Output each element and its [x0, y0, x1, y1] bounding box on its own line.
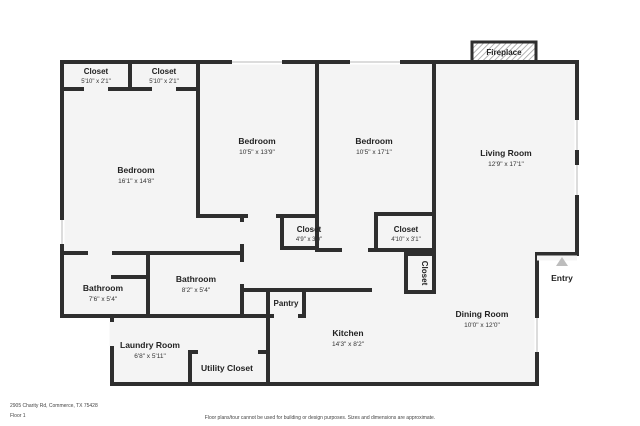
bedroom-3-name: Bedroom — [355, 136, 393, 146]
closet-1-name: Closet — [84, 67, 109, 76]
door-openings — [84, 86, 577, 355]
disclaimer-text: Floor plans/tour cannot be used for buil… — [205, 415, 435, 421]
closet-4-name: Closet — [394, 225, 419, 234]
bedroom-2-name: Bedroom — [238, 136, 276, 146]
living-room-name: Living Room — [480, 148, 532, 158]
closet-1-dims: 5'10" x 2'1" — [81, 79, 111, 85]
bathroom-1-name: Bathroom — [83, 283, 124, 293]
closet-3-name: Closet — [297, 225, 322, 234]
bathroom-1-dims: 7'6" x 5'4" — [89, 296, 118, 303]
closet-2-dims: 5'10" x 2'1" — [149, 79, 179, 85]
windows — [59, 59, 580, 352]
closet-2-name: Closet — [152, 67, 177, 76]
address-text: 2905 Charity Rd, Commerce, TX 75428 — [10, 403, 98, 409]
kitchen-dims: 14'3" x 8'2" — [332, 341, 365, 348]
footer: 2905 Charity Rd, Commerce, TX 75428 Floo… — [10, 403, 435, 421]
dining-room-dims: 10'0" x 12'0" — [464, 322, 500, 329]
closet-3-dims: 4'9" x 3'0" — [296, 237, 322, 243]
bedroom-1-name: Bedroom — [117, 165, 155, 175]
entry-label: Entry — [551, 273, 573, 283]
laundry-room-dims: 6'8" x 5'11" — [134, 353, 166, 360]
pantry-name: Pantry — [274, 299, 299, 308]
closet-4-dims: 4'10" x 3'1" — [391, 237, 421, 243]
kitchen-name: Kitchen — [332, 328, 363, 338]
dining-room-name: Dining Room — [456, 309, 509, 319]
bathroom-2-dims: 8'2" x 5'4" — [182, 287, 211, 294]
entry-arrow-icon — [556, 257, 568, 266]
bedroom-1-dims: 16'1" x 14'8" — [118, 178, 154, 185]
utility-closet-name: Utility Closet — [201, 363, 253, 373]
room-labels: Closet 5'10" x 2'1" Closet 5'10" x 2'1" … — [81, 67, 532, 373]
bathroom-2-name: Bathroom — [176, 274, 217, 284]
bedroom-2-dims: 10'5" x 13'9" — [239, 149, 275, 156]
living-room-dims: 12'9" x 17'1" — [488, 161, 524, 168]
closet-5-name: Closet — [420, 261, 429, 286]
floor-text: Floor 1 — [10, 413, 26, 419]
laundry-room-name: Laundry Room — [120, 340, 180, 350]
fireplace-label: Fireplace — [486, 48, 522, 57]
floor-area — [62, 62, 577, 384]
bedroom-3-dims: 10'5" x 17'1" — [356, 149, 392, 156]
